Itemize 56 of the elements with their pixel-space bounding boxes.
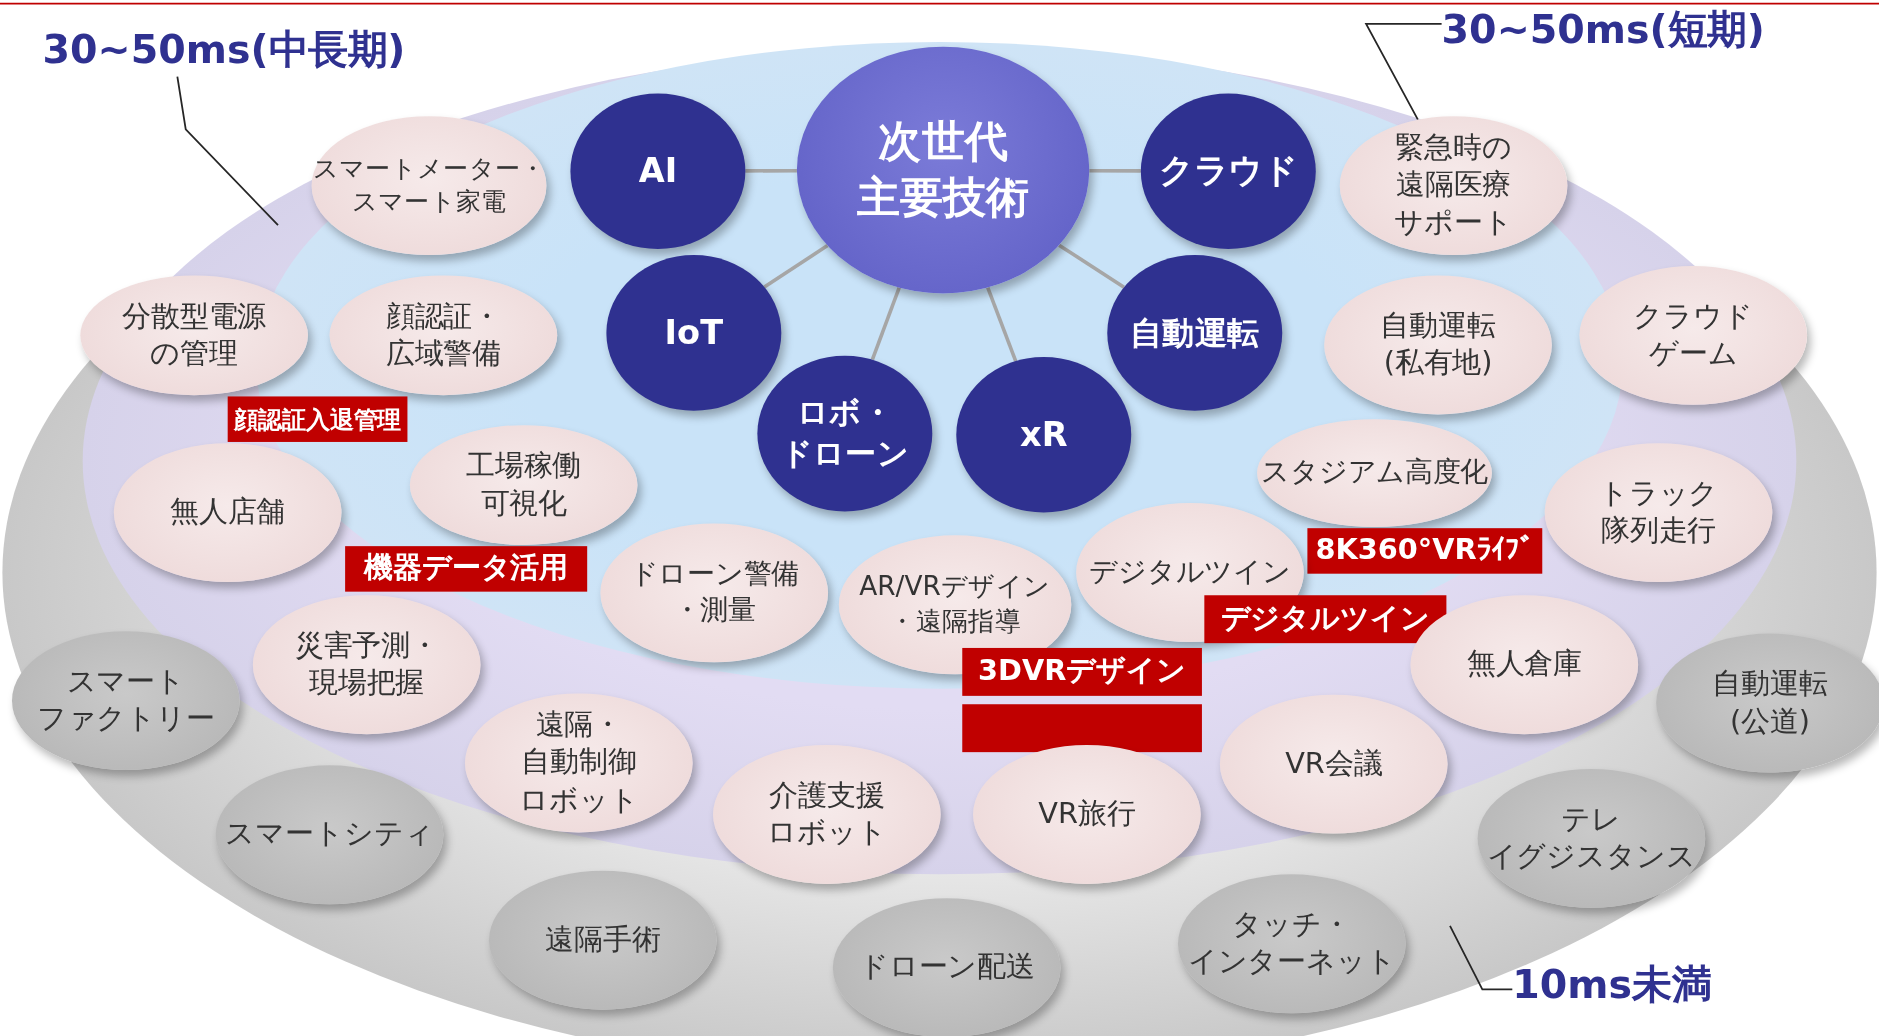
node-text: クラウドゲーム <box>1633 298 1754 373</box>
node-text: 顔認証・広域警備 <box>385 298 501 373</box>
connector-line <box>986 286 1018 362</box>
node-text: 次世代主要技術 <box>856 115 1030 224</box>
node-text: 緊急時の遠隔医療サポート <box>1394 129 1513 242</box>
node-text: スマートメーター・スマート家電 <box>312 153 546 218</box>
node-text: AR/VRデザイン・遠隔指導 <box>859 570 1051 638</box>
node-text: ドローン配送 <box>858 949 1035 986</box>
node-text: 介護支援ロボット <box>766 777 887 852</box>
node-text: 機器データ活用 <box>364 550 568 587</box>
node-text: 8K360°VRﾗｲﾌﾞ <box>1315 532 1535 569</box>
node-text: テレイグジスタンス <box>1486 801 1697 876</box>
latency-label: 10ms未満 <box>1512 958 1712 1011</box>
node-text: IoT <box>664 311 724 354</box>
node-text: 遠隔手術 <box>545 921 661 959</box>
node-text: スタジアム高度化 <box>1261 455 1488 490</box>
node-text: 自動運転(私有地) <box>1380 307 1496 382</box>
leader-line <box>176 75 279 227</box>
node-text: 工場稼働可視化 <box>466 447 582 522</box>
node-text: VR会議 <box>1285 745 1383 783</box>
node-text: 無人倉庫 <box>1466 646 1582 683</box>
node-text: デジタルツイン <box>1089 554 1291 589</box>
node-text: トラック隊列走行 <box>1598 475 1719 550</box>
node-text: ドローン警備・測量 <box>629 557 799 628</box>
node-text: スマートファクトリー <box>36 663 216 738</box>
highlight-tag <box>1204 595 1447 644</box>
node-text: ロボ・ドローン <box>780 393 909 473</box>
highlight-tag <box>962 647 1202 696</box>
node-text: 遠隔・自動制御ロボット <box>518 707 639 819</box>
node-text: VR旅行 <box>1038 795 1136 833</box>
node-text: 3DVRデザイン <box>978 653 1187 690</box>
highlight-tag <box>962 704 1202 753</box>
highlight-tag <box>227 396 408 442</box>
node-text: 無人店舗 <box>170 494 286 531</box>
connector-line <box>763 244 829 289</box>
node-text: 災害予測・現場把握 <box>294 627 439 702</box>
latency-label: 30~50ms(短期) <box>1441 3 1765 57</box>
node-text: デジタルツイン <box>1220 600 1431 638</box>
connector-line <box>1058 243 1125 289</box>
highlight-tag <box>1307 528 1543 574</box>
node-text: xR <box>1020 413 1068 456</box>
leader-line <box>1364 23 1443 121</box>
leader-line <box>1449 924 1514 991</box>
highlight-tag <box>345 546 588 592</box>
latency-label: 30~50ms(中長期) <box>42 23 406 77</box>
node-text: 分散型電源の管理 <box>122 298 267 373</box>
node-text: タッチ・インターネット <box>1187 906 1397 981</box>
node-text: スマートシティ <box>225 816 434 853</box>
node-text: 自動運転(公道) <box>1712 665 1828 740</box>
connector-line <box>870 287 901 361</box>
node-text: クラウド <box>1158 149 1298 193</box>
node-text: AI <box>638 149 678 193</box>
connector-line <box>745 168 797 173</box>
node-text: 顔認証入退管理 <box>233 403 402 435</box>
connector-line <box>1089 168 1141 173</box>
node-text: 自動運転 <box>1130 313 1260 354</box>
